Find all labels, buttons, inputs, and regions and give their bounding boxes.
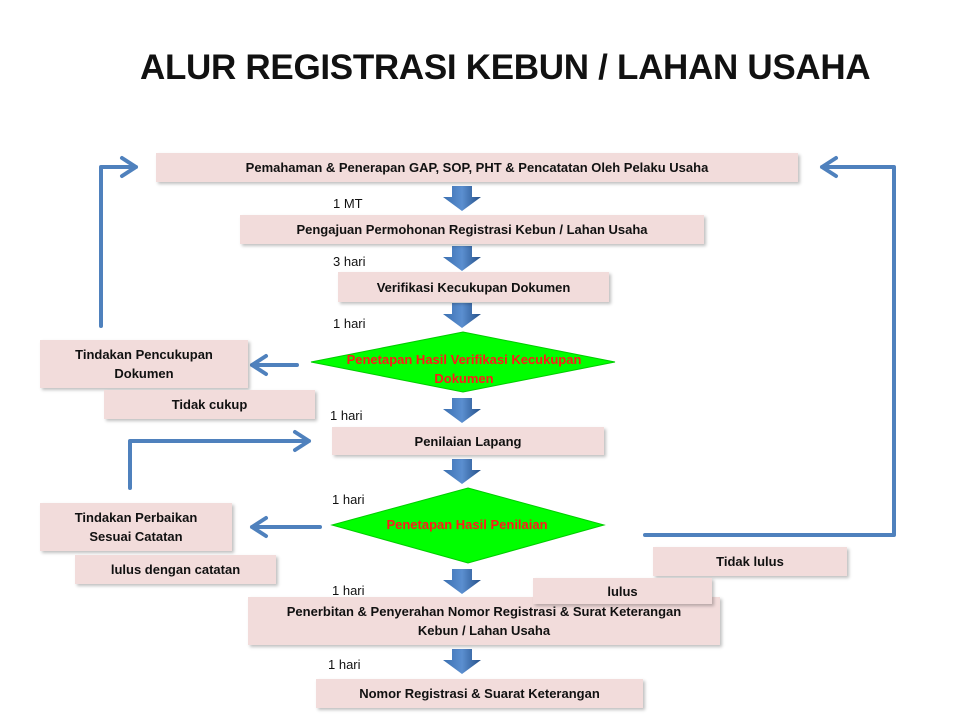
- down-arrow-3: [443, 303, 481, 328]
- duration-2: 3 hari: [333, 254, 366, 269]
- arrow-to-perbaikan: [250, 516, 322, 538]
- label-lulus-dengan-catatan: lulus dengan catatan: [75, 555, 276, 584]
- node-nomor-registrasi: Nomor Registrasi & Suarat Keterangan: [316, 679, 643, 708]
- label-tidak-lulus: Tidak lulus: [653, 547, 847, 576]
- down-arrow-4: [443, 398, 481, 423]
- node-pemahaman: Pemahaman & Penerapan GAP, SOP, PHT & Pe…: [156, 153, 798, 182]
- down-arrow-6: [443, 569, 481, 594]
- arrow-to-pencukupan: [250, 354, 299, 376]
- node-tindakan-perbaikan: Tindakan Perbaikan Sesuai Catatan: [40, 503, 232, 551]
- connector-perbaikan-to-penilaian: [128, 430, 311, 490]
- down-arrow-2: [443, 246, 481, 271]
- duration-3: 1 hari: [333, 316, 366, 331]
- decision-diamond-verifikasi: [310, 331, 616, 393]
- down-arrow-7: [443, 649, 481, 674]
- down-arrow-5: [443, 459, 481, 484]
- connector-pencukupan-to-top: [99, 156, 138, 328]
- node-tindakan-pencukupan: Tindakan Pencukupan Dokumen: [40, 340, 248, 388]
- decision-text-verifikasi: Penetapan Hasil Verifikasi Kecukupan Dok…: [346, 352, 582, 386]
- label-tidak-cukup: Tidak cukup: [104, 390, 315, 419]
- decision-text-penilaian: Penetapan Hasil Penilaian: [386, 516, 548, 532]
- decision-diamond-penilaian: [330, 487, 606, 564]
- duration-7: 1 hari: [328, 657, 361, 672]
- connector-tidak-lulus-to-top: [643, 156, 896, 537]
- label-lulus: lulus: [533, 578, 712, 604]
- duration-6: 1 hari: [332, 583, 365, 598]
- duration-5: 1 hari: [332, 492, 365, 507]
- duration-1: 1 MT: [333, 196, 363, 211]
- node-penerbitan: Penerbitan & Penyerahan Nomor Registrasi…: [248, 597, 720, 645]
- node-pengajuan: Pengajuan Permohonan Registrasi Kebun / …: [240, 215, 704, 244]
- page-title: ALUR REGISTRASI KEBUN / LAHAN USAHA: [140, 48, 871, 87]
- down-arrow-1: [443, 186, 481, 211]
- duration-4: 1 hari: [330, 408, 363, 423]
- node-penilaian-lapang: Penilaian Lapang: [332, 427, 604, 455]
- node-verifikasi: Verifikasi Kecukupan Dokumen: [338, 272, 609, 302]
